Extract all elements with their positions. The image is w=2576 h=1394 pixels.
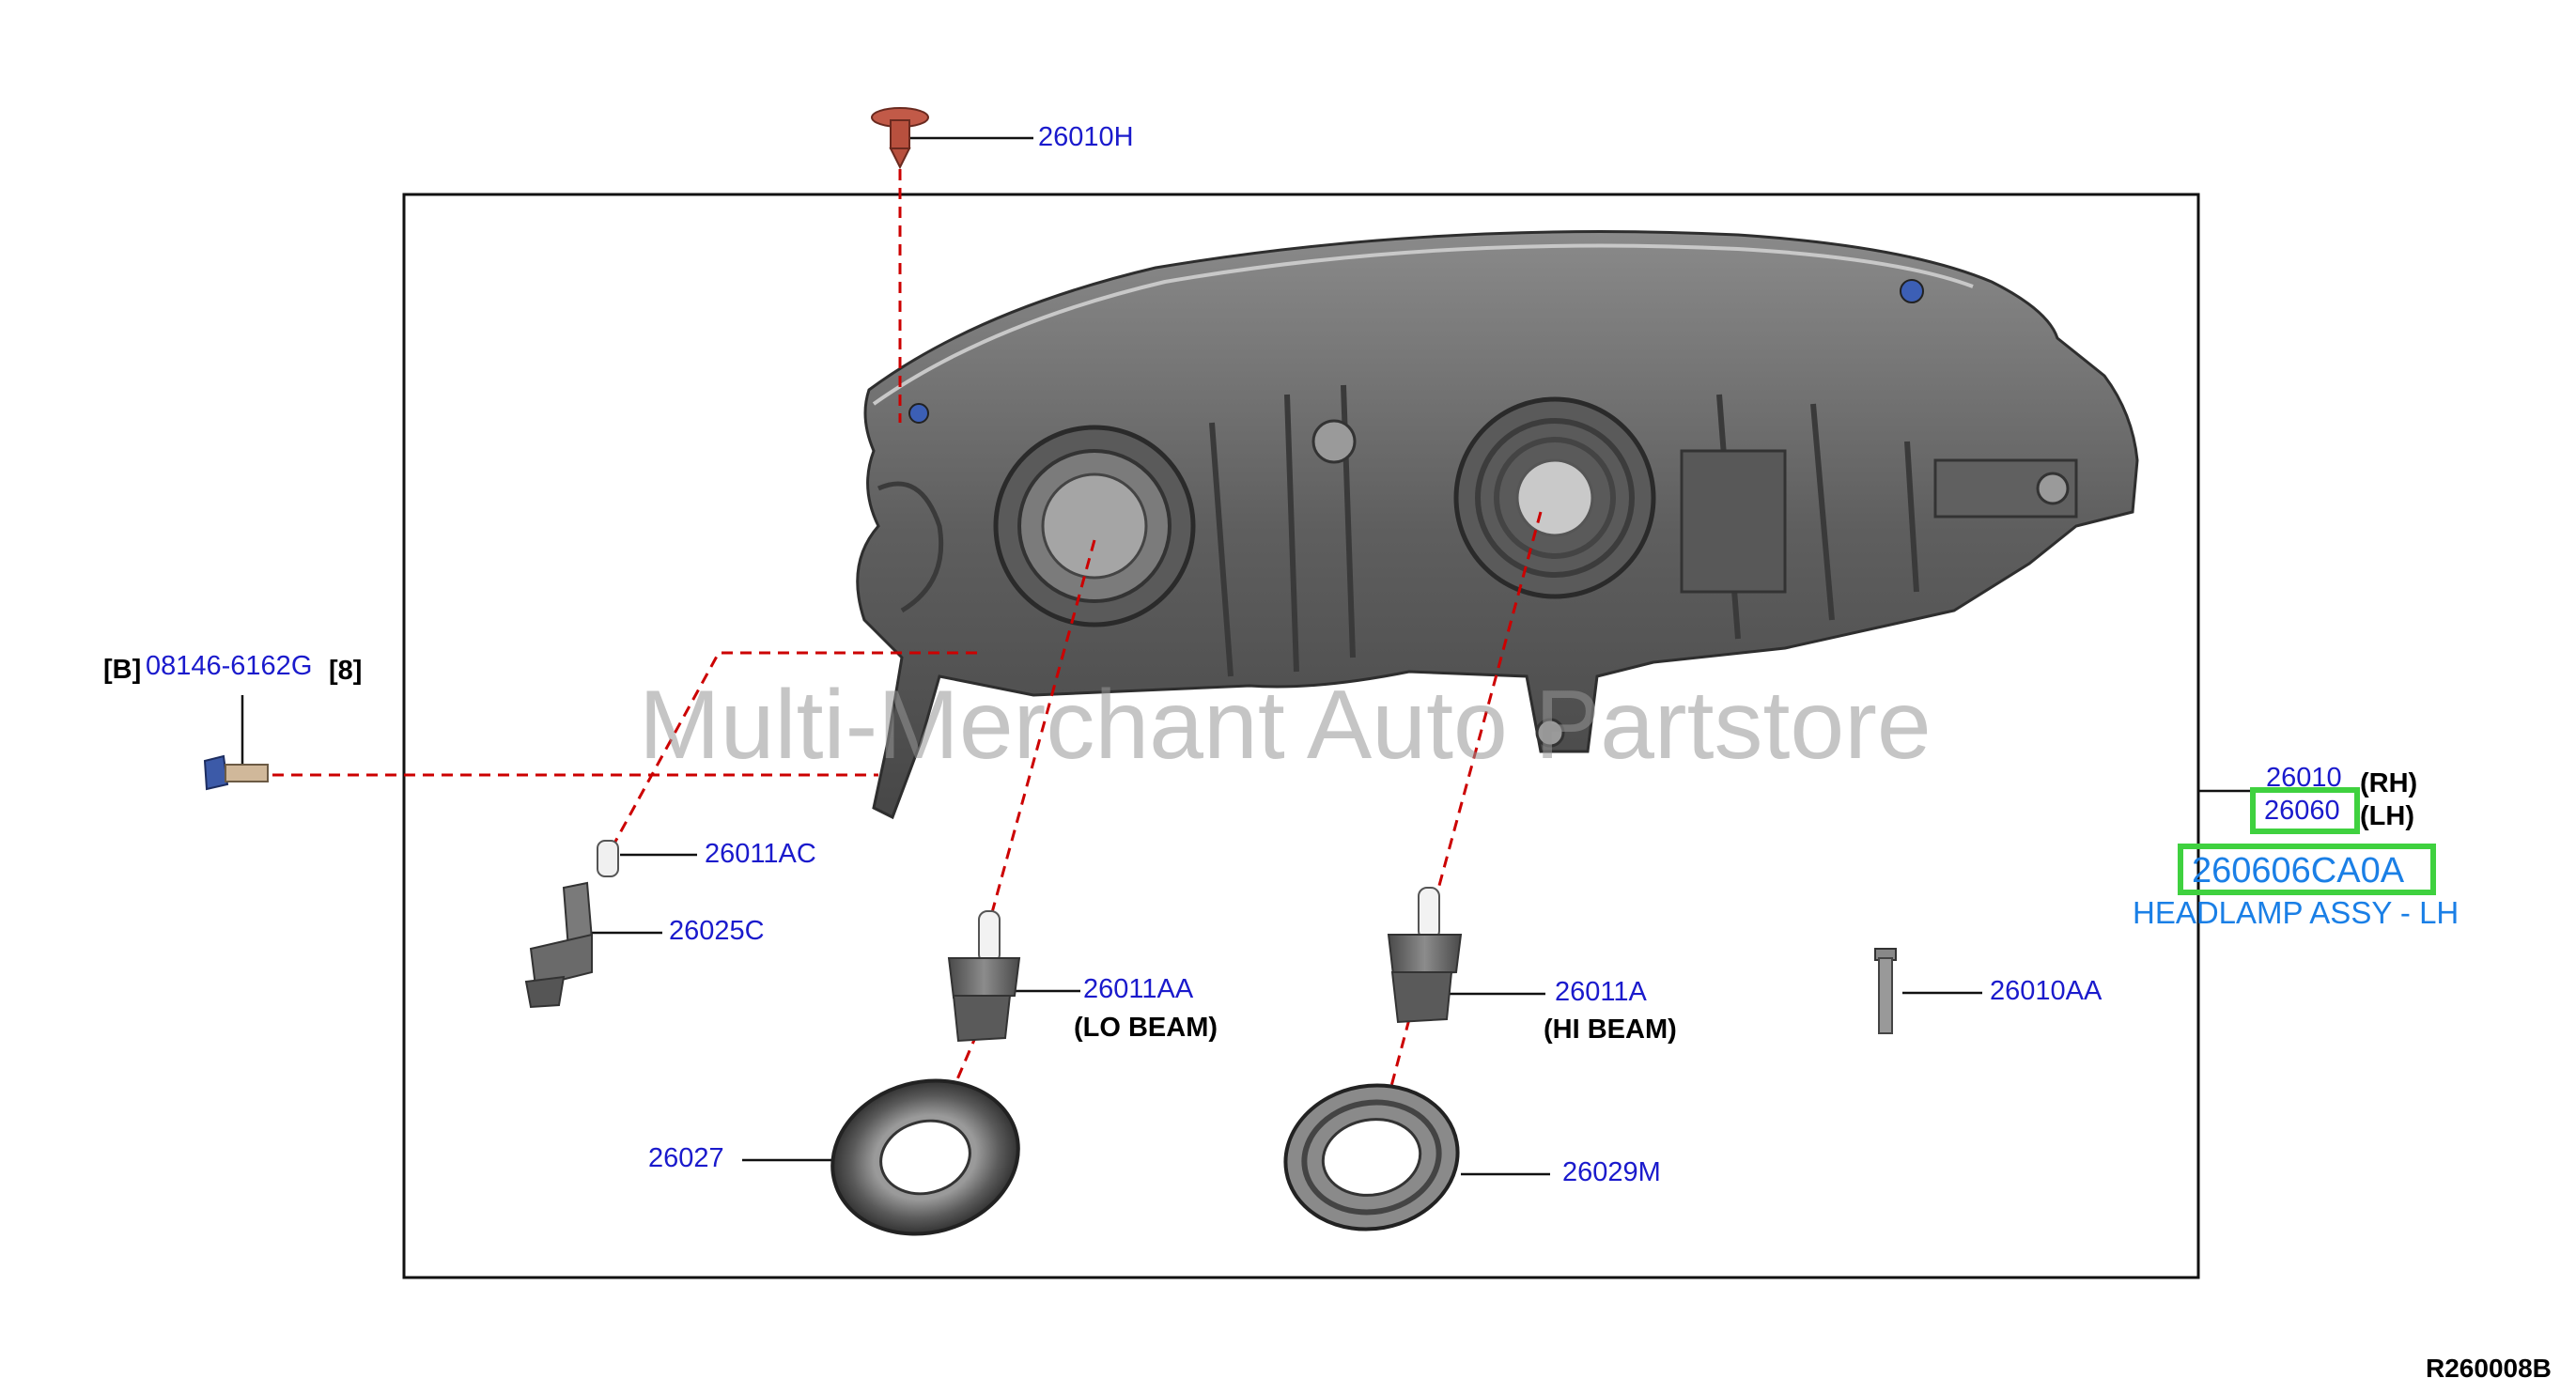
part-prefix-b: [B] — [103, 655, 142, 685]
screw-26010AA — [1874, 948, 1897, 1034]
bulb-26011AA — [947, 910, 1021, 1043]
clip-26010H — [871, 107, 929, 170]
side-lh: (LH) — [2360, 801, 2414, 831]
watermark: Multi-Merchant Auto Partstore — [639, 671, 1932, 780]
highlight-26060 — [2250, 787, 2360, 834]
assembly-name: HEADLAMP ASSY - LH — [2133, 895, 2460, 930]
assembly-part-number[interactable]: 260606CA0A — [2192, 851, 2405, 891]
part-label-08146-6162G[interactable]: 08146-6162G — [146, 651, 313, 681]
bulb-26011AC — [597, 840, 619, 877]
part-label-26025C[interactable]: 26025C — [669, 916, 765, 946]
diagram-frame — [402, 193, 2200, 1279]
part-quantity: [8] — [329, 656, 363, 686]
diagram-code: R260008B — [2426, 1354, 2552, 1383]
socket-26025C — [524, 881, 594, 1009]
seal-26029M — [1283, 1083, 1460, 1231]
screw-08146-6162G — [203, 754, 269, 791]
hi-beam-note: (HI BEAM) — [1544, 1015, 1677, 1045]
bulb-26011A — [1387, 887, 1463, 1024]
part-label-26011AA[interactable]: 26011AA — [1083, 974, 1194, 1004]
part-label-26011A[interactable]: 26011A — [1555, 977, 1647, 1007]
side-rh: (RH) — [2360, 768, 2418, 798]
part-label-26010AA[interactable]: 26010AA — [1990, 976, 2103, 1006]
part-label-26029M[interactable]: 26029M — [1562, 1157, 1661, 1187]
part-label-26010[interactable]: 26010 — [2266, 763, 2342, 793]
headlamp-housing — [856, 230, 2139, 820]
highlight-assembly-part-number — [2178, 844, 2436, 895]
part-label-26027[interactable]: 26027 — [648, 1143, 724, 1173]
lo-beam-note: (LO BEAM) — [1074, 1013, 1218, 1043]
part-label-26060[interactable]: 26060 — [2264, 796, 2340, 826]
seal-26027 — [830, 1078, 1020, 1236]
part-label-26010H[interactable]: 26010H — [1038, 122, 1134, 152]
part-label-26011AC[interactable]: 26011AC — [705, 839, 816, 869]
